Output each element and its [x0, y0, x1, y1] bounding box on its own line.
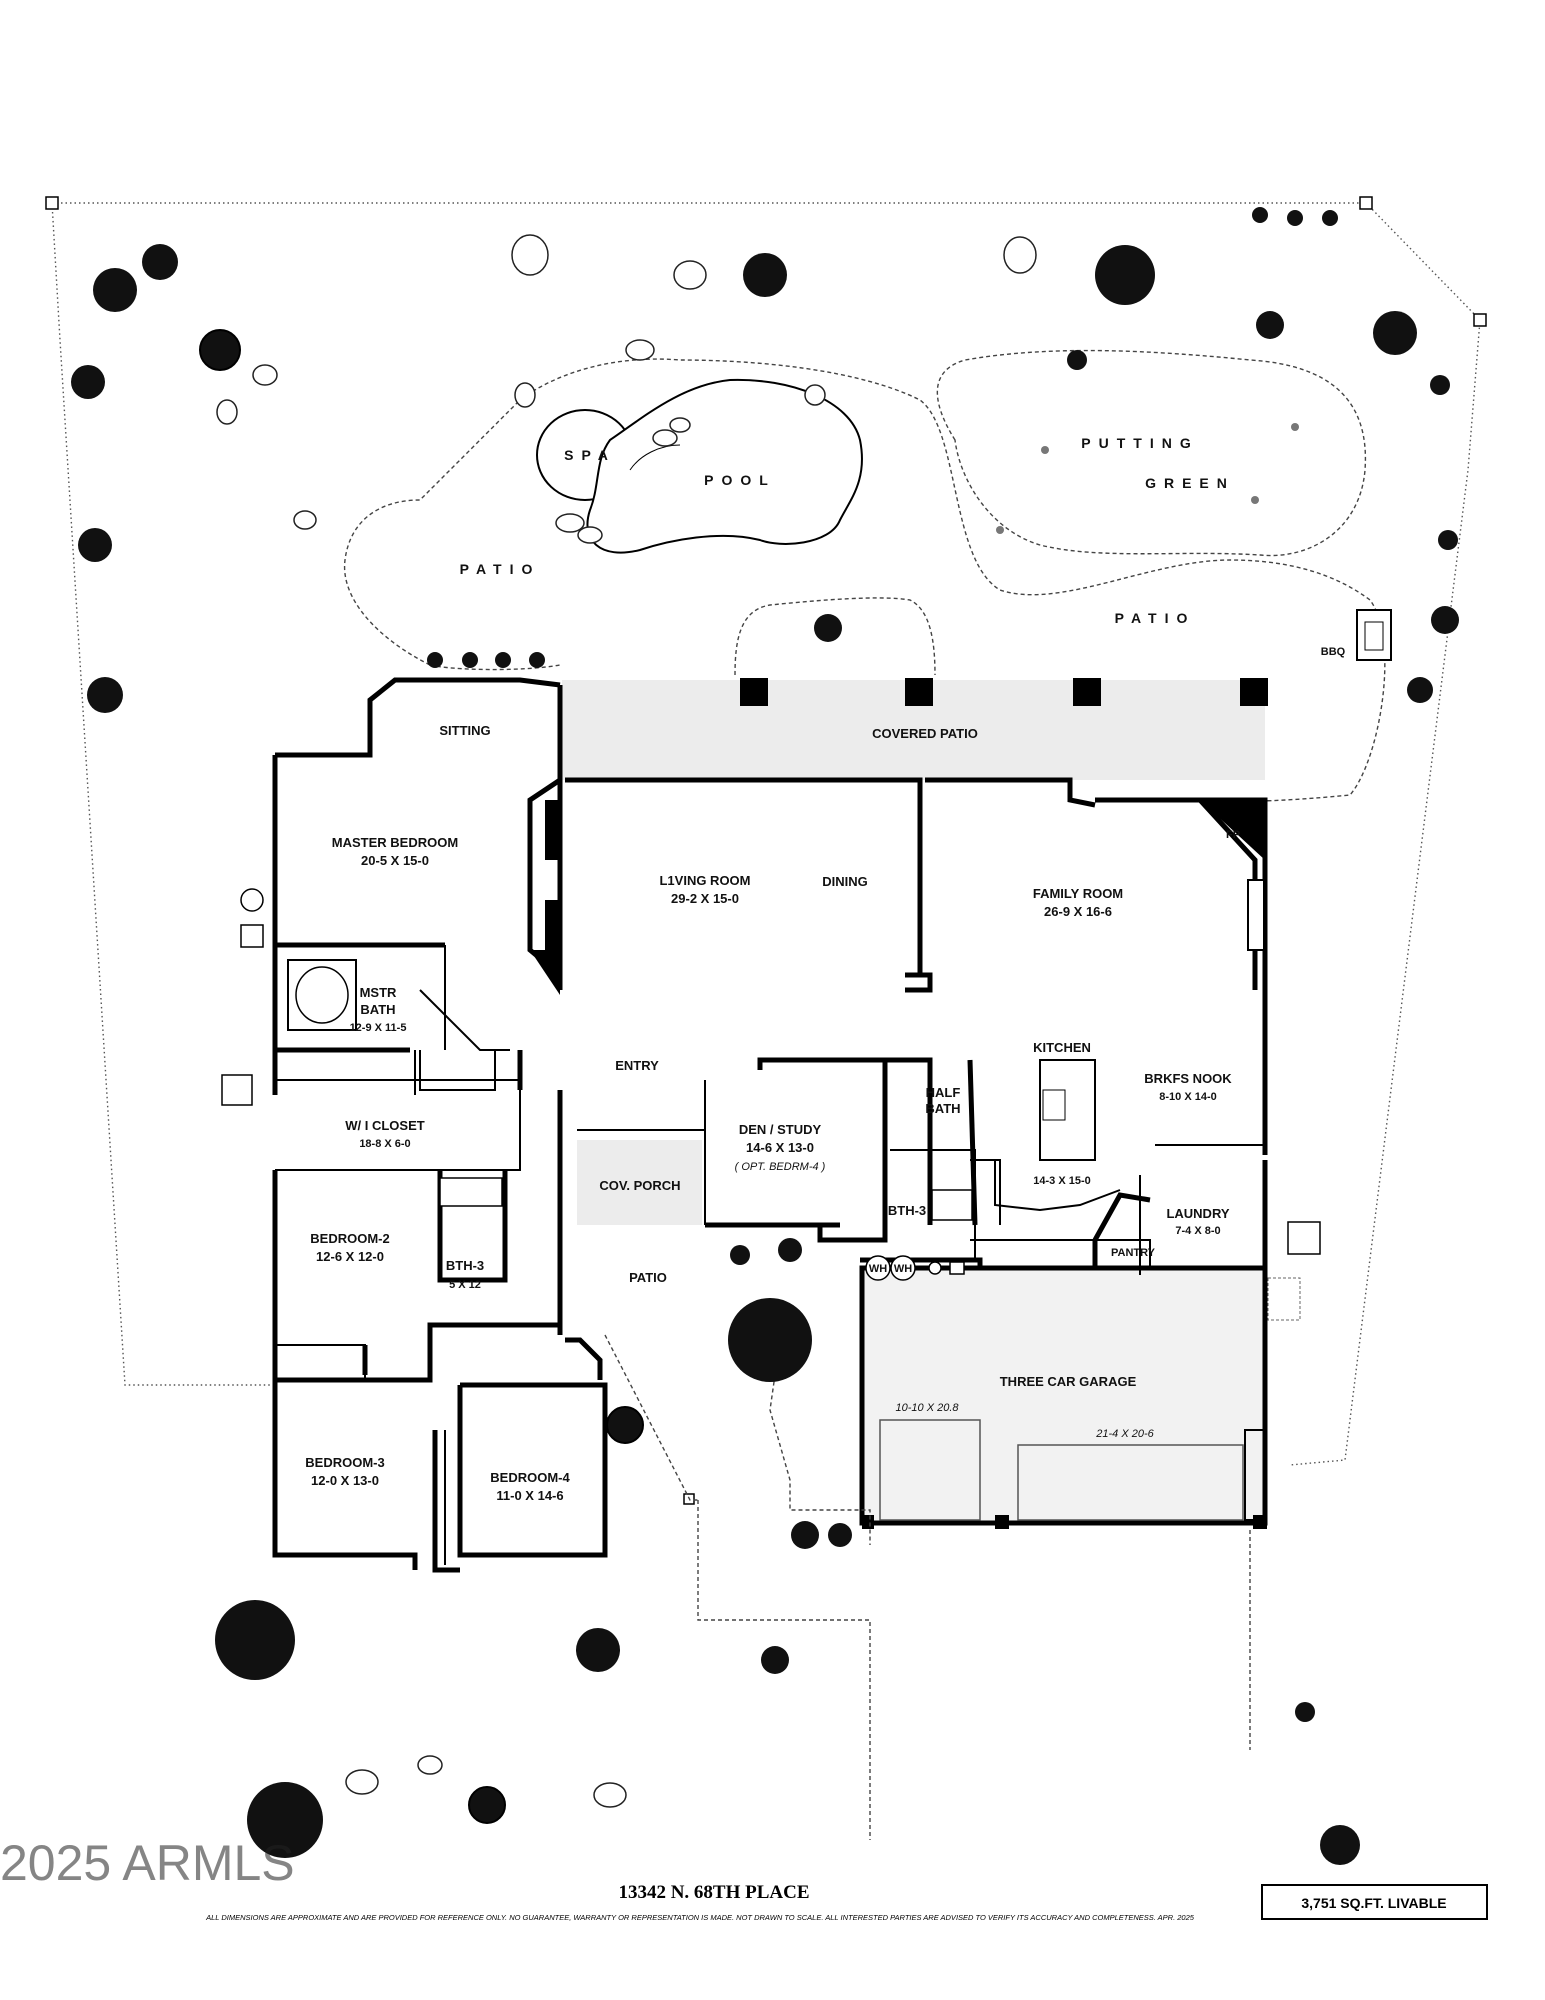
- landscape-rocks: [216, 234, 1037, 1808]
- half-bath-label-2: BATH: [925, 1101, 960, 1116]
- living-room-dims: 29-2 X 15-0: [671, 891, 739, 906]
- wi-closet-dims: 18-8 X 6-0: [359, 1138, 410, 1150]
- mstr-bath-label-2: BATH: [360, 1002, 395, 1017]
- kitchen-dims: 14-3 X 15-0: [1033, 1175, 1090, 1187]
- sqft-box: [1261, 1884, 1488, 1920]
- garage-bay1-dims: 10-10 X 20.8: [896, 1402, 960, 1414]
- putting-green-holes: [996, 423, 1299, 534]
- pool-and-spa: [536, 378, 863, 554]
- watermark: 2025 ARMLS: [0, 1835, 295, 1891]
- family-room-label: FAMILY ROOM: [1033, 886, 1123, 901]
- patio-left-label: PATIO: [460, 561, 541, 577]
- garage-bay2-dims: 21-4 X 20-6: [1095, 1428, 1154, 1440]
- garage: [859, 1265, 1268, 1529]
- master-bedroom-label: MASTER BEDROOM: [332, 835, 458, 850]
- pantry-label: PANTRY: [1111, 1247, 1156, 1259]
- water-heater-2: WH: [894, 1263, 912, 1275]
- kitchen-label: KITCHEN: [1033, 1040, 1091, 1055]
- sqft-label: 3,751 SQ.FT. LIVABLE: [1301, 1895, 1446, 1911]
- patio-column: [1073, 678, 1101, 706]
- disclaimer: ALL DIMENSIONS ARE APPROXIMATE AND ARE P…: [205, 1913, 1195, 1922]
- bedroom3-label: BEDROOM-3: [305, 1455, 384, 1470]
- pool-label: POOL: [704, 472, 776, 488]
- bbq-label: BBQ: [1321, 646, 1346, 658]
- fireplace-label: FP: [1226, 829, 1240, 841]
- den-study-note: ( OPT. BEDRM-4 ): [735, 1161, 826, 1173]
- bth3-left-dims: 5 X 12: [449, 1279, 481, 1291]
- putting-label: PUTTING: [1081, 435, 1198, 451]
- living-room-label: L1VING ROOM: [659, 873, 750, 888]
- mstr-bath-dims: 12-9 X 11-5: [350, 1022, 407, 1034]
- address-title: 13342 N. 68TH PLACE: [618, 1882, 809, 1903]
- covered-patio-label: COVERED PATIO: [872, 726, 978, 741]
- bedroom4-dims: 11-0 X 14-6: [496, 1488, 563, 1503]
- master-bedroom-dims: 20-5 X 15-0: [361, 853, 429, 868]
- house-walls: [221, 677, 1321, 1573]
- brkfs-nook-label: BRKFS NOOK: [1144, 1071, 1232, 1086]
- landscape-trees: [71, 207, 1459, 1865]
- dining-label: DINING: [822, 874, 868, 889]
- patio-column: [905, 678, 933, 706]
- den-study-dims: 14-6 X 13-0: [746, 1140, 814, 1155]
- bth3-center-label: BTH-3: [888, 1203, 926, 1218]
- patio-column: [1240, 678, 1268, 706]
- porch-area: [577, 1140, 702, 1225]
- family-room-dims: 26-9 X 16-6: [1044, 904, 1112, 919]
- garage-label: THREE CAR GARAGE: [1000, 1374, 1137, 1389]
- half-bath-label-1: HALF: [926, 1085, 961, 1100]
- brkfs-nook-dims: 8-10 X 14-0: [1159, 1091, 1216, 1103]
- water-heater-1: WH: [869, 1263, 887, 1275]
- patio-column: [740, 678, 768, 706]
- bedroom4-label: BEDROOM-4: [490, 1470, 570, 1485]
- patio-right-label: PATIO: [1115, 610, 1196, 626]
- walkways: [604, 1334, 1251, 1840]
- bth3-left-label: BTH-3: [446, 1258, 484, 1273]
- bedroom3-dims: 12-0 X 13-0: [311, 1473, 379, 1488]
- wi-closet-label: W/ I CLOSET: [345, 1118, 425, 1133]
- spa-label: SPA: [564, 447, 616, 463]
- sitting-label: SITTING: [439, 723, 490, 738]
- den-study-label: DEN / STUDY: [739, 1122, 822, 1137]
- bedroom2-label: BEDROOM-2: [310, 1231, 389, 1246]
- front-patio-label: PATIO: [629, 1270, 667, 1285]
- green-label: GREEN: [1145, 475, 1235, 491]
- mstr-bath-label-1: MSTR: [360, 985, 397, 1000]
- bedroom2-dims: 12-6 X 12-0: [316, 1249, 384, 1264]
- entry-label: ENTRY: [615, 1058, 659, 1073]
- laundry-dims: 7-4 X 8-0: [1175, 1225, 1220, 1237]
- cov-porch-label: COV. PORCH: [599, 1178, 680, 1193]
- laundry-label: LAUNDRY: [1166, 1206, 1229, 1221]
- bbq-icon: [1356, 609, 1392, 661]
